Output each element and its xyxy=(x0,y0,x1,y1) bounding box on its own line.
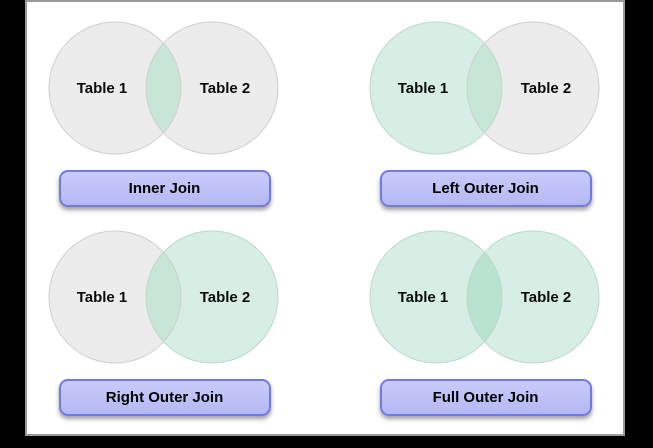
join-diagrams-grid: Table 1 Table 2 Inner Join xyxy=(27,2,623,416)
left-outer-join-button-label: Left Outer Join xyxy=(432,180,539,197)
table1-label: Table 1 xyxy=(76,80,127,97)
table2-label: Table 2 xyxy=(199,289,250,306)
left-circle-outline xyxy=(48,21,181,155)
left-table-circle xyxy=(48,22,181,154)
venn-diagram-full-outer-join: Table 1 Table 2 xyxy=(369,230,599,364)
table1-label: Table 1 xyxy=(397,80,448,97)
panel-left-outer-join: Table 1 Table 2 Left Outer Join xyxy=(366,18,606,207)
full-outer-join-button-label: Full Outer Join xyxy=(432,389,539,406)
venn-diagram-right-outer-join: Table 1 Table 2 xyxy=(48,230,278,364)
right-circle-outline xyxy=(466,21,599,155)
right-outer-join-button-label: Right Outer Join xyxy=(105,389,224,406)
left-circle-outline xyxy=(48,230,181,364)
inner-join-button[interactable]: Inner Join xyxy=(58,170,271,207)
table2-label: Table 2 xyxy=(520,80,571,97)
left-circle-outline xyxy=(369,21,502,155)
panel-inner-join: Table 1 Table 2 Inner Join xyxy=(45,18,285,207)
table1-label: Table 1 xyxy=(76,289,127,306)
right-table-circle xyxy=(466,231,599,363)
right-circle-outline xyxy=(466,230,599,364)
left-table-circle xyxy=(369,231,502,363)
venn-diagram-left-outer-join: Table 1 Table 2 xyxy=(369,21,599,155)
venn-diagram-inner-join: Table 1 Table 2 xyxy=(48,21,278,155)
left-table-circle xyxy=(48,231,181,363)
panel-full-outer-join: Table 1 Table 2 Full Outer Join xyxy=(366,227,606,416)
right-circle-outline xyxy=(145,230,278,364)
right-circle-outline xyxy=(145,21,278,155)
inner-join-button-label: Inner Join xyxy=(128,180,201,197)
panel-right-outer-join: Table 1 Table 2 Right Outer Join xyxy=(45,227,285,416)
diagram-page: Table 1 Table 2 Inner Join xyxy=(25,0,625,436)
right-table-circle xyxy=(145,22,278,154)
table1-label: Table 1 xyxy=(397,289,448,306)
right-table-circle xyxy=(145,231,278,363)
table2-label: Table 2 xyxy=(199,80,250,97)
right-outer-join-button[interactable]: Right Outer Join xyxy=(58,379,271,416)
left-outer-join-button[interactable]: Left Outer Join xyxy=(379,170,592,207)
right-table-circle xyxy=(466,22,599,154)
full-outer-join-button[interactable]: Full Outer Join xyxy=(379,379,592,416)
left-table-circle xyxy=(369,22,502,154)
left-circle-outline xyxy=(369,230,502,364)
table2-label: Table 2 xyxy=(520,289,571,306)
